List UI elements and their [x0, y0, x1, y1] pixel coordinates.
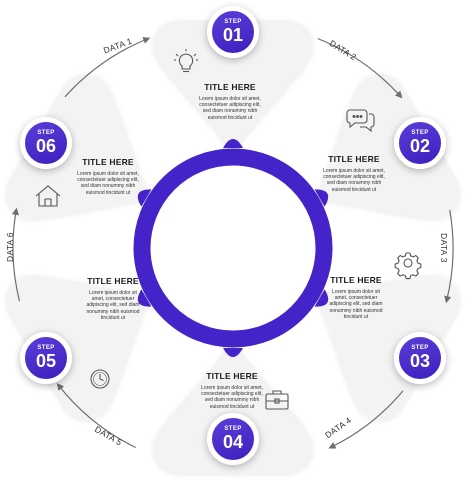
- step-4-number: 04: [222, 432, 244, 452]
- step-5-number: 05: [35, 351, 57, 371]
- step-2-text: TITLE HERE Lorem ipsum dolor sit amet, c…: [294, 154, 414, 193]
- step-6-body: Lorem ipsum dolor sit amet, consectetuer…: [77, 171, 139, 196]
- data-label-6: DATA 6: [5, 232, 15, 262]
- step-2-title: TITLE HERE: [328, 154, 380, 164]
- step-3-number: 03: [409, 351, 431, 371]
- petal-3: [316, 277, 461, 422]
- step-4-title: TITLE HERE: [206, 371, 258, 381]
- ring-notch-1: [223, 139, 243, 148]
- step-1-badge: STEP 01: [207, 6, 259, 58]
- petals: [5, 20, 461, 476]
- cycle-arrow-4: [328, 390, 404, 449]
- ring-notch-5: [137, 289, 152, 307]
- step-5-body: Lorem ipsum dolor sit amet, consectetuer…: [86, 290, 140, 321]
- step-3-text: TITLE HERE Lorem ipsum dolor sit amet, c…: [296, 275, 416, 320]
- step-1-body: Lorem ipsum dolor sit amet, consectetuer…: [199, 96, 261, 121]
- step-3-label: STEP: [411, 345, 429, 351]
- step-2-body: Lorem ipsum dolor sit amet, consectetuer…: [323, 168, 385, 193]
- step-5-badge: STEP 05: [20, 332, 72, 384]
- step-3-body: Lorem ipsum dolor sit amet, consectetuer…: [329, 289, 383, 320]
- step-3-badge: STEP 03: [394, 332, 446, 384]
- cycle-arrow-3: [444, 209, 454, 304]
- ring-notch-2: [314, 189, 329, 207]
- lightbulb-icon: [174, 49, 198, 73]
- petal-6: [5, 74, 150, 219]
- step-4-label: STEP: [224, 426, 242, 432]
- step-5-title: TITLE HERE: [87, 276, 139, 286]
- step-2-number: 02: [409, 136, 431, 156]
- step-2-badge: STEP 02: [394, 117, 446, 169]
- home-icon: [35, 185, 61, 207]
- clock-icon: [90, 369, 110, 389]
- center-ring: [133, 139, 333, 357]
- step-2-label: STEP: [411, 130, 429, 136]
- gear-icon: [394, 252, 422, 280]
- step-6-label: STEP: [37, 130, 55, 136]
- step-5-text: TITLE HERE Lorem ipsum dolor sit amet, c…: [53, 276, 173, 321]
- cycle-arrow-5: [56, 382, 136, 449]
- cycle-arrows: [11, 37, 454, 449]
- ring-notch-3: [314, 289, 329, 307]
- ring-notch-4: [223, 348, 243, 357]
- cycle-arrow-2: [317, 37, 403, 99]
- petal-1: [153, 20, 313, 152]
- petal-4: [153, 344, 313, 476]
- ring-notch-6: [137, 189, 152, 207]
- briefcase-icon: [265, 390, 289, 410]
- chat-bubbles-icon: [346, 109, 375, 133]
- step-1-title: TITLE HERE: [204, 82, 256, 92]
- step-4-badge: STEP 04: [207, 413, 259, 465]
- step-6-number: 06: [35, 136, 57, 156]
- step-3-title: TITLE HERE: [330, 275, 382, 285]
- step-5-label: STEP: [37, 345, 55, 351]
- step-1-number: 01: [222, 25, 244, 45]
- step-4-body: Lorem ipsum dolor sit amet, consectetuer…: [201, 385, 263, 410]
- cycle-arrow-1: [64, 37, 151, 98]
- petal-5: [5, 277, 150, 422]
- step-4-text: TITLE HERE Lorem ipsum dolor sit amet, c…: [172, 371, 292, 410]
- cycle-arrow-6: [11, 207, 21, 302]
- step-6-title: TITLE HERE: [82, 157, 134, 167]
- data-label-3: DATA 3: [439, 233, 449, 263]
- step-6-text: TITLE HERE Lorem ipsum dolor sit amet, c…: [48, 157, 168, 196]
- step-1-text: TITLE HERE Lorem ipsum dolor sit amet, c…: [170, 82, 290, 121]
- step-6-badge: STEP 06: [20, 117, 72, 169]
- step-1-label: STEP: [224, 19, 242, 25]
